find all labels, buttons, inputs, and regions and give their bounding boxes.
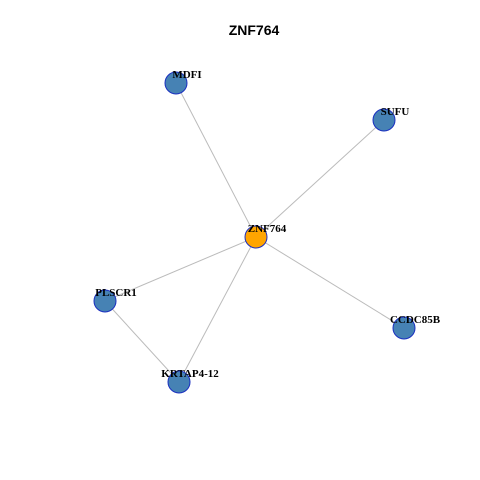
nodes-layer (93, 71, 416, 394)
node-label-znf764: ZNF764 (248, 223, 287, 235)
edge-znf764-ccdc85b (255, 236, 405, 329)
edge-znf764-plscr1 (104, 236, 257, 302)
node-sufu[interactable] (372, 108, 396, 132)
edges-layer (104, 82, 405, 383)
graph-title: ZNF764 (229, 22, 280, 38)
edge-plscr1-krtap4-12 (104, 300, 180, 383)
edge-znf764-sufu (255, 119, 385, 238)
node-label-plscr1: PLSCR1 (95, 287, 137, 299)
node-znf764[interactable] (244, 225, 268, 249)
node-plscr1[interactable] (93, 289, 117, 313)
node-label-sufu: SUFU (381, 106, 410, 118)
node-label-ccdc85b: CCDC85B (390, 314, 441, 326)
node-krtap4-12[interactable] (167, 370, 191, 394)
edge-znf764-mdfi (175, 82, 257, 238)
node-mdfi[interactable] (164, 71, 188, 95)
edge-znf764-krtap4-12 (178, 236, 257, 383)
node-ccdc85b[interactable] (392, 316, 416, 340)
node-label-mdfi: MDFI (172, 69, 201, 81)
node-label-krtap4-12: KRTAP4-12 (161, 368, 219, 380)
